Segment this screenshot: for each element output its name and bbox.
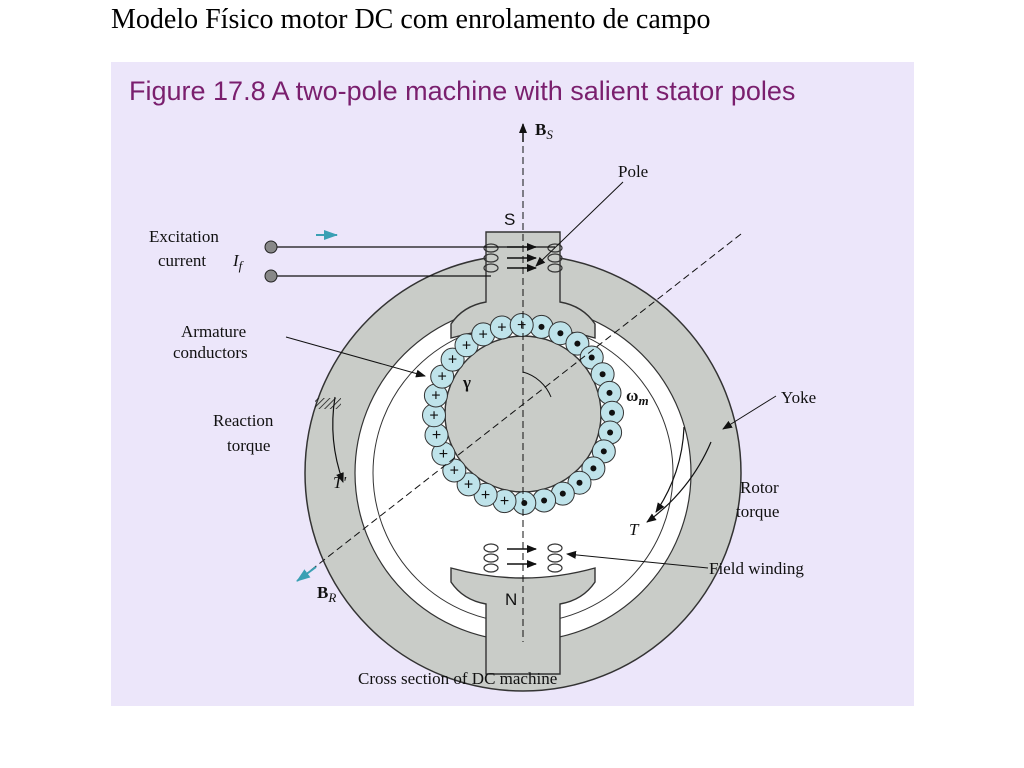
conductor-plus-sign: + [438, 369, 447, 386]
conductor-dot-mark [576, 479, 583, 486]
conductor-plus-sign: + [439, 446, 448, 463]
conductor-dot-mark [606, 389, 613, 396]
conductor-dot-mark [541, 497, 548, 504]
excitation-terminals [264, 230, 555, 568]
excitation-label-line1: Excitation [149, 227, 219, 246]
rotor-torque-label-line1: Rotor [740, 478, 779, 497]
if-label: If [232, 251, 245, 273]
conductor-dot-mark [600, 448, 607, 455]
reaction-torque-symbol: T' [333, 473, 346, 492]
machine-diagram: Figure 17.8 A two-pole machine with sali… [129, 76, 816, 692]
conductor-plus-sign: + [429, 407, 438, 424]
rotor-field-axis [305, 233, 742, 575]
br-arrow [296, 566, 317, 582]
armature-conductors: ++++++++++++++ [422, 313, 624, 515]
conductor-plus [454, 333, 479, 358]
conductor-plus-sign: + [431, 388, 440, 405]
rotor-torque-symbol: T [629, 520, 640, 539]
rotor-speed-arc [655, 426, 685, 513]
hatched-ground-icon [315, 398, 341, 409]
bottom-caption: Cross section of DC machine [358, 669, 557, 688]
conductor-dot-mark [559, 490, 566, 497]
conductor-plus-sign: + [479, 326, 488, 343]
conductor-plus-sign: + [464, 476, 473, 493]
north-pole-label: N [505, 590, 517, 609]
conductor-plus-sign: + [517, 317, 526, 334]
conductor-dot-mark [538, 323, 545, 330]
rotor-torque-arc [646, 441, 712, 523]
conductor-plus-sign: + [432, 427, 441, 444]
conductor-plus [442, 458, 467, 483]
conductor-plus-sign: + [448, 352, 457, 369]
conductor-dot-mark [557, 330, 564, 337]
gamma-label: γ [462, 373, 471, 392]
conductor-plus-sign: + [450, 463, 459, 480]
conductor-dot-mark [574, 340, 581, 347]
armature-label-line2: conductors [173, 343, 248, 362]
conductor-plus-sign: + [500, 493, 509, 510]
omega-label: ωm [626, 386, 649, 408]
conductor-dot-mark [609, 409, 615, 416]
armature-label-line1: Armature [181, 322, 246, 341]
yoke-label: Yoke [781, 388, 816, 407]
south-pole-label: S [504, 210, 515, 229]
conductor-plus-sign: + [462, 337, 471, 354]
field-winding-label: Field winding [709, 559, 804, 578]
conductor-plus-sign: + [497, 320, 506, 337]
slide-title: Modelo Físico motor DC com enrolamento d… [111, 4, 711, 35]
bs-label: BS [535, 120, 553, 142]
leader-lines [285, 181, 777, 569]
br-label: BR [317, 583, 336, 605]
rotor-torque-label-line2: torque [736, 502, 779, 521]
conductor-plus [509, 313, 534, 337]
conductor-dot-mark [521, 500, 528, 506]
conductor-plus-sign: + [481, 487, 490, 504]
reaction-label-line2: torque [227, 436, 270, 455]
conductor-dot-mark [607, 429, 614, 436]
conductor-dot-mark [590, 465, 597, 472]
figure-panel: Figure 17.8 A two-pole machine with sali… [111, 62, 914, 706]
gamma-angle-arc [522, 371, 552, 398]
conductor-dot-mark [599, 371, 606, 378]
pole-label: Pole [618, 162, 648, 181]
excitation-label-line2: current [158, 251, 206, 270]
reaction-label-line1: Reaction [213, 411, 274, 430]
figure-caption: Figure 17.8 A two-pole machine with sali… [129, 76, 795, 106]
conductor-dot-mark [588, 354, 595, 361]
